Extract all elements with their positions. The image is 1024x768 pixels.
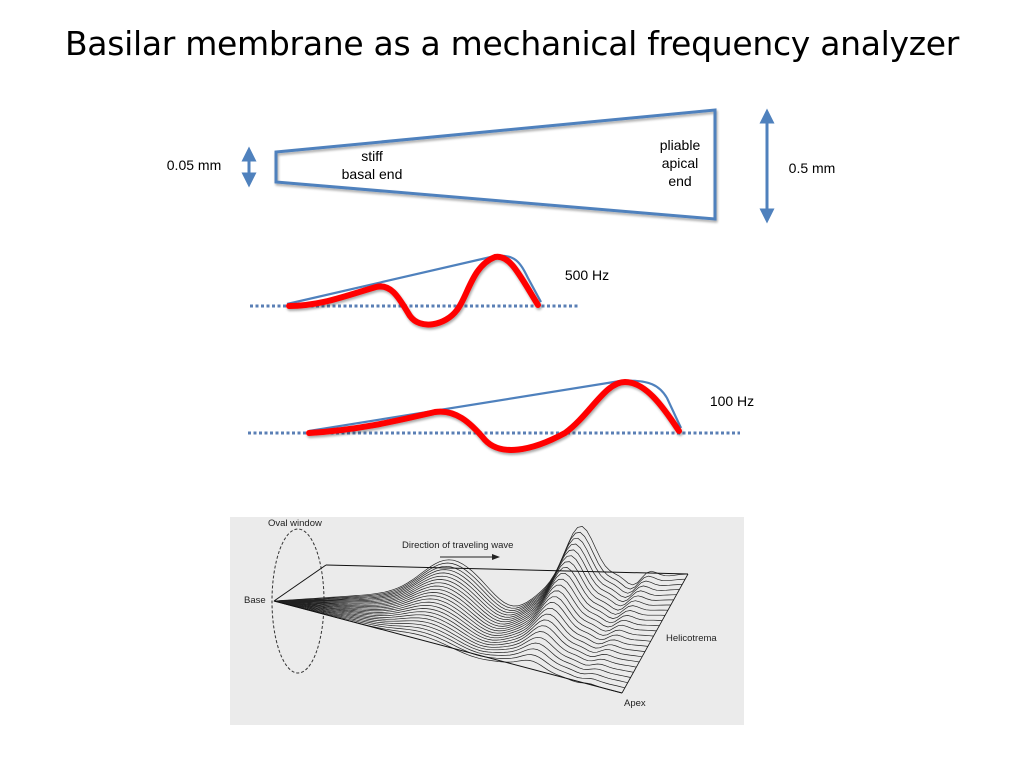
fan-line bbox=[273, 578, 663, 627]
fan-line bbox=[273, 600, 643, 658]
freq-label-100hz: 100 Hz bbox=[709, 393, 755, 409]
fan-line bbox=[273, 600, 634, 673]
fan-line bbox=[273, 600, 631, 678]
fan-line bbox=[273, 596, 654, 637]
fan-line bbox=[273, 549, 677, 616]
envelope-100hz bbox=[308, 379, 682, 433]
apical-width-label: 0.5 mm bbox=[788, 160, 836, 176]
fan-line bbox=[273, 543, 680, 614]
oval-window-label: Oval window bbox=[268, 518, 322, 529]
base-label: Base bbox=[244, 595, 266, 606]
basal-width-label: 0.05 mm bbox=[166, 157, 222, 173]
wave-100hz bbox=[306, 378, 682, 453]
fan-line bbox=[273, 567, 668, 623]
fan-line bbox=[274, 555, 674, 618]
basal-end-line1: stiff bbox=[361, 148, 383, 164]
traveling-wave-drawing bbox=[271, 526, 689, 694]
fan-line bbox=[273, 600, 648, 647]
apical-end-line2: apical bbox=[661, 155, 699, 171]
wave-500hz bbox=[286, 253, 541, 328]
direction-label: Direction of traveling wave bbox=[402, 540, 514, 551]
membrane-fan bbox=[273, 526, 689, 694]
apical-end-line1: pliable bbox=[659, 137, 701, 153]
edge-far-top bbox=[325, 564, 689, 575]
basal-end-line2: basal end bbox=[341, 166, 403, 182]
edge-bottom bbox=[273, 600, 623, 694]
helicotrema-label: Helicotrema bbox=[666, 633, 717, 644]
envelope-500hz bbox=[286, 254, 542, 306]
fan-line bbox=[274, 561, 671, 620]
edge-top bbox=[273, 564, 327, 602]
fan-line bbox=[273, 600, 651, 642]
apex-label: Apex bbox=[624, 698, 646, 709]
fan-line bbox=[273, 600, 628, 684]
membrane-outline bbox=[274, 108, 717, 221]
edge-apex bbox=[621, 573, 689, 694]
fan-line bbox=[273, 600, 646, 652]
fan-line bbox=[273, 600, 625, 689]
direction-arrowhead bbox=[492, 554, 500, 560]
fan-line bbox=[273, 537, 683, 611]
fan-line bbox=[273, 590, 657, 632]
fan-line bbox=[273, 584, 660, 630]
fan-line bbox=[273, 600, 640, 663]
fan-line bbox=[273, 531, 686, 609]
basal-end-label: stiff basal end bbox=[322, 147, 422, 183]
fan-line bbox=[273, 600, 637, 668]
slide-title: Basilar membrane as a mechanical frequen… bbox=[64, 24, 960, 63]
apical-end-label: pliable apical end bbox=[640, 136, 720, 190]
freq-label-500hz: 500 Hz bbox=[564, 267, 610, 283]
fan-line bbox=[273, 526, 689, 607]
fan-line bbox=[273, 572, 666, 625]
apical-end-line3: end bbox=[668, 173, 692, 189]
traveling-wave-illustration: Oval window Direction of traveling wave … bbox=[230, 517, 744, 725]
